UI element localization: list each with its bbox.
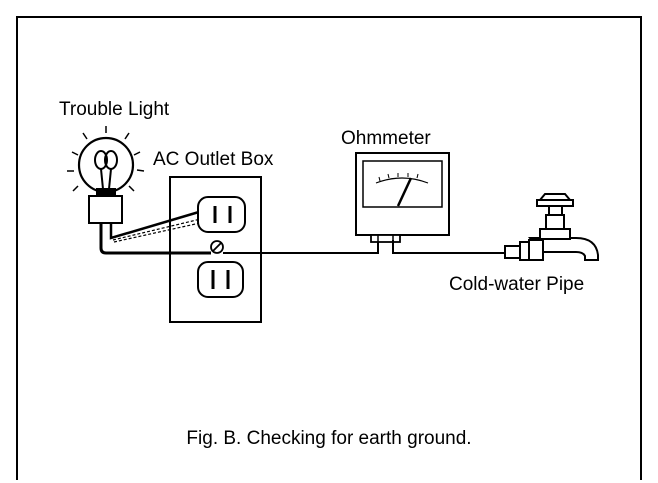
ohmmeter-base (370, 234, 401, 243)
light-socket (88, 195, 123, 224)
ohmmeter (355, 152, 450, 243)
outlet-box-cover (169, 176, 262, 323)
outlet-screw-icon (210, 240, 224, 254)
label-trouble-light: Trouble Light (59, 99, 170, 120)
ohmmeter-scale-icon (375, 177, 429, 184)
ohmmeter-body (355, 152, 450, 236)
outlet-receptacle-bottom (197, 261, 244, 298)
wire-meter-to-pipe (392, 240, 505, 254)
label-cold-water-pipe: Cold-water Pipe (449, 274, 584, 295)
ac-outlet-box (169, 176, 262, 323)
label-ac-outlet-box: AC Outlet Box (153, 149, 274, 170)
light-rays-icon (67, 126, 145, 192)
label-ohmmeter: Ohmmeter (341, 128, 431, 149)
figure-caption: Fig. B. Checking for earth ground. (186, 428, 471, 449)
ohmmeter-needle-icon (396, 177, 413, 207)
light-cord (99, 207, 211, 255)
outlet-receptacle-top (197, 196, 246, 233)
figure-border (16, 16, 642, 480)
ohmmeter-dial (362, 160, 443, 208)
faucet-icon (504, 193, 599, 261)
trouble-light (67, 126, 145, 224)
light-bulb-icon (77, 136, 135, 196)
wire-outlet-to-meter (223, 240, 379, 254)
